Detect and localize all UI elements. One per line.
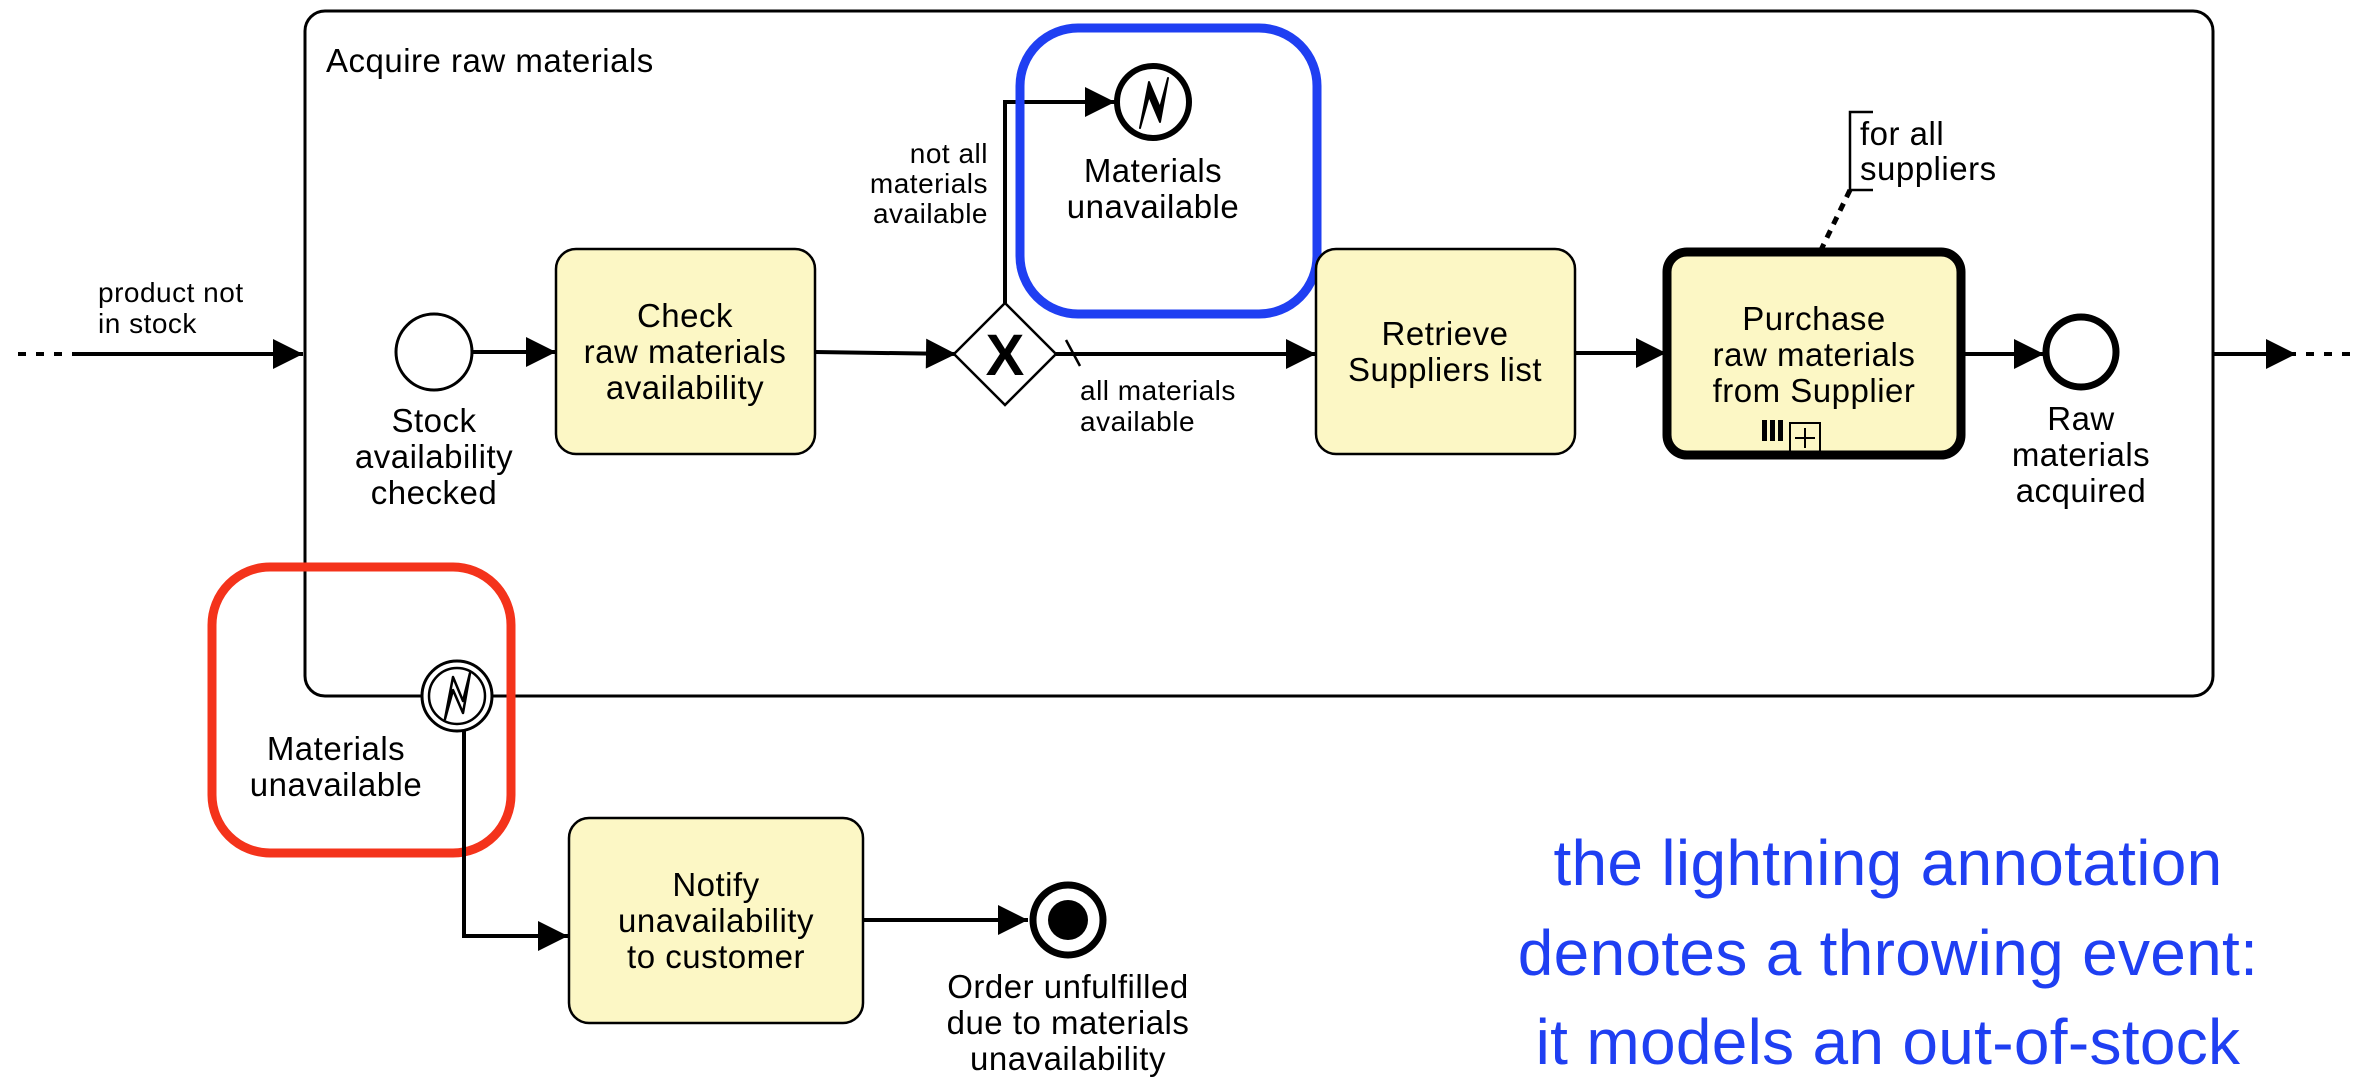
- not-all-label-line2: materials: [870, 168, 988, 199]
- end-out-label-line2: due to materials: [947, 1004, 1190, 1041]
- annotation-line1: for all: [1860, 115, 1944, 152]
- task-check-line1: Check: [637, 297, 733, 334]
- start-event-label-line1: Stock: [391, 402, 476, 439]
- end-event-order-unfulfilled[interactable]: [1029, 881, 1107, 959]
- start-event-label-line2: availability: [355, 438, 513, 475]
- end-in-label-line3: acquired: [2016, 472, 2147, 509]
- parallel-bars-icon: [1762, 420, 1783, 441]
- escalation-throw-label-line2: unavailable: [1067, 188, 1239, 225]
- boundary-label-line1: Materials: [267, 730, 405, 767]
- throw-event-highlight: [1015, 23, 1322, 319]
- exclusive-gateway[interactable]: X: [952, 301, 1058, 407]
- subprocess-title: Acquire raw materials: [326, 42, 654, 79]
- not-all-label-line1: not all: [910, 138, 988, 169]
- lightning-bolt-icon: [1139, 77, 1169, 129]
- catch-event-highlight: [207, 562, 516, 858]
- note-line1: the lightning annotation: [1553, 827, 2222, 899]
- lightning-bolt-icon: [443, 671, 472, 721]
- explanatory-note: the lightning annotation denotes a throw…: [1518, 827, 2258, 1078]
- flow-boundary-to-notify[interactable]: [462, 731, 568, 951]
- flow-check-to-gateway[interactable]: [814, 338, 957, 369]
- default-flow-marker: [1064, 339, 1082, 367]
- task-notify-line2: unavailability: [618, 902, 814, 939]
- task-check-line2: raw materials: [584, 333, 787, 370]
- task-retrieve-line1: Retrieve: [1382, 315, 1509, 352]
- task-purchase-line1: Purchase: [1742, 300, 1885, 337]
- all-label-line2: available: [1080, 406, 1195, 437]
- task-retrieve-line2: Suppliers list: [1348, 351, 1542, 388]
- boundary-label-line2: unavailable: [250, 766, 422, 803]
- flow-gateway-to-throw-event[interactable]: [1003, 87, 1115, 303]
- note-line2: denotes a throwing event:: [1518, 917, 2258, 989]
- boundary-escalation-event[interactable]: [420, 659, 494, 733]
- task-purchase-line3: from Supplier: [1713, 372, 1916, 409]
- escalation-throw-event[interactable]: [1114, 63, 1192, 141]
- incoming-flow-label-line2: in stock: [98, 308, 197, 339]
- end-out-label-line3: unavailability: [970, 1040, 1166, 1077]
- annotation-line2: suppliers: [1860, 150, 1997, 187]
- task-notify-line3: to customer: [627, 938, 805, 975]
- incoming-flow-label-line1: product not: [98, 277, 244, 308]
- task-notify-line1: Notify: [672, 866, 759, 903]
- end-in-label-line2: materials: [2012, 436, 2150, 473]
- end-in-label-line1: Raw: [2047, 400, 2115, 437]
- x-icon: X: [986, 323, 1025, 388]
- task-notify-unavailability[interactable]: Notify unavailability to customer: [567, 816, 865, 1025]
- start-event-label-line3: checked: [371, 474, 497, 511]
- plus-box-icon: [1789, 422, 1821, 454]
- note-line3: it models an out-of-stock: [1536, 1006, 2241, 1078]
- task-retrieve-suppliers[interactable]: Retrieve Suppliers list: [1314, 247, 1577, 456]
- end-out-label-line1: Order unfulfilled: [947, 968, 1188, 1005]
- end-event-raw-materials-acquired[interactable]: [2042, 313, 2120, 391]
- escalation-throw-label-line1: Materials: [1084, 152, 1222, 189]
- subprocess-purchase-raw-materials[interactable]: Purchase raw materials from Supplier: [1662, 247, 1966, 460]
- task-purchase-line2: raw materials: [1713, 336, 1916, 373]
- start-event[interactable]: [394, 312, 474, 392]
- all-label-line1: all materials: [1080, 375, 1236, 406]
- text-annotation: for all suppliers: [1817, 110, 1997, 254]
- task-check-raw-materials[interactable]: Check raw materials availability: [554, 247, 817, 456]
- not-all-label-line3: available: [873, 198, 988, 229]
- task-check-line3: availability: [606, 369, 764, 406]
